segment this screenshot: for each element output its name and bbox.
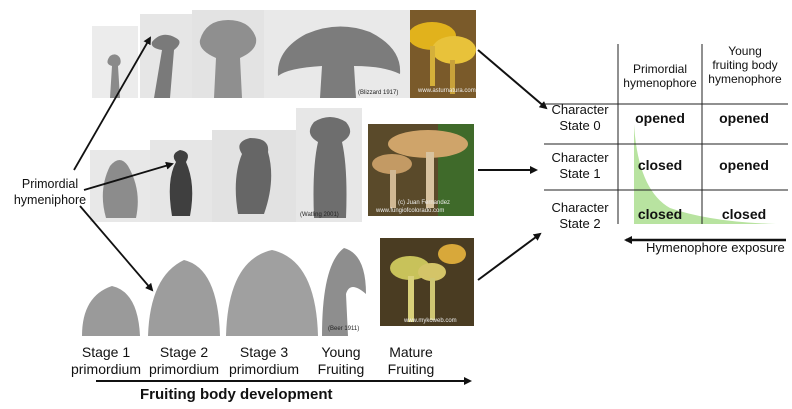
arrow-to-row1 bbox=[74, 38, 150, 170]
cell-state0-primordial: opened bbox=[620, 110, 700, 126]
development-axis-label: Fruiting body development bbox=[140, 386, 333, 403]
stage-label-young: YoungFruiting bbox=[302, 344, 380, 378]
cell-state2-young: closed bbox=[704, 206, 784, 222]
cell-state0-young: opened bbox=[704, 110, 784, 126]
row-header-state1: CharacterState 1 bbox=[542, 150, 618, 182]
arrow-row3-to-table bbox=[478, 234, 540, 280]
arrow-to-row3 bbox=[80, 206, 152, 290]
cell-state2-primordial: closed bbox=[620, 206, 700, 222]
stage-label-3: Stage 3primordium bbox=[225, 344, 303, 378]
cell-state1-young: opened bbox=[704, 157, 784, 173]
primordial-hymeniphore-label: Primordialhymeniphore bbox=[2, 176, 98, 208]
col-header-young: Youngfruiting bodyhymenophore bbox=[702, 44, 788, 86]
row-header-state2: CharacterState 2 bbox=[542, 200, 618, 232]
stage-label-2: Stage 2primordium bbox=[145, 344, 223, 378]
col-header-primordial: Primordialhymenophore bbox=[620, 62, 700, 90]
cell-state1-primordial: closed bbox=[620, 157, 700, 173]
row-header-state0: CharacterState 0 bbox=[542, 102, 618, 134]
arrow-row1-to-table bbox=[478, 50, 546, 108]
stage-label-mature: MatureFruiting bbox=[372, 344, 450, 378]
stage-label-1: Stage 1primordium bbox=[67, 344, 145, 378]
hymenophore-exposure-label: Hymenophore exposure bbox=[646, 240, 785, 255]
